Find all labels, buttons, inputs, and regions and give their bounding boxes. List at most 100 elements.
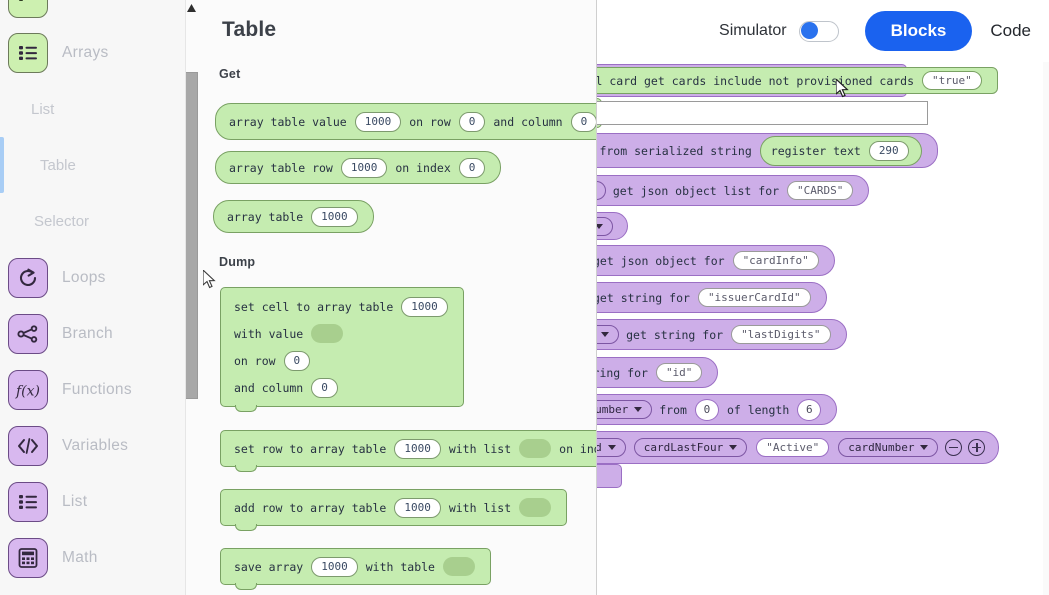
code-tab-button[interactable]: Code	[990, 21, 1031, 40]
sidebar-subitem-selector-3[interactable]: Selector	[0, 201, 185, 241]
scroll-up-arrow-icon[interactable]	[186, 3, 197, 13]
block-dropdown[interactable]: cardLastFour	[633, 438, 748, 457]
block-text: with list	[448, 441, 512, 456]
block-number-field[interactable]: 1000	[340, 157, 388, 178]
simulator-toggle[interactable]	[798, 20, 839, 42]
block-text: on row	[409, 114, 451, 129]
nested-register-text-block[interactable]: register text 290	[759, 135, 922, 166]
sidebar-item-math-9[interactable]: Math	[0, 530, 185, 586]
sidebar-subitem-label: List	[31, 100, 55, 118]
get-string-for-lastdigits-block[interactable]: bjectget string for"lastDigits"	[597, 319, 847, 350]
sidebar-item-functions-6[interactable]: f(x)Functions	[0, 362, 185, 418]
remove-input-button[interactable]	[945, 439, 963, 456]
block-string-field[interactable]: "id"	[655, 363, 703, 382]
sidebar-item-label: Loops	[62, 269, 106, 286]
digital-card-get-cards-block[interactable]: digital card get cards include not provi…	[597, 64, 998, 97]
sidebar-item-arrays-0[interactable]: Arrays	[0, 25, 185, 81]
block-number-field[interactable]: 0	[694, 398, 719, 421]
block-text: of length	[726, 402, 790, 417]
block-notch	[235, 583, 257, 590]
block-string-field[interactable]: "issuerCardId"	[697, 288, 811, 307]
block-number-field[interactable]: 1000	[311, 556, 358, 577]
block-empty-socket[interactable]	[311, 324, 344, 343]
block-number-field[interactable]: 0	[458, 157, 486, 178]
block-number-field[interactable]: 290	[868, 140, 909, 161]
block-number-field[interactable]: 0	[458, 111, 486, 132]
simulator-label: Simulator	[719, 22, 787, 39]
block-empty-socket[interactable]	[519, 439, 552, 458]
dropdown-label: cardLastFour	[643, 441, 724, 454]
block-number-field[interactable]: 1000	[394, 497, 441, 518]
block-dropdown[interactable]: cardNumber	[838, 438, 939, 457]
empty-input-area[interactable]	[597, 101, 928, 125]
partial-top-category-icon[interactable]	[8, 0, 48, 18]
get-json-object-list-for-block[interactable]: ectget json object list for"CARDS"	[597, 175, 870, 206]
block-number-field[interactable]: 0	[570, 111, 596, 132]
workspace-header: Simulator Blocks Code	[597, 0, 1049, 62]
block-empty-socket[interactable]	[443, 557, 475, 576]
sidebar-subitem-label: Selector	[34, 212, 90, 230]
block-text: set row to array table	[234, 441, 387, 456]
blocks-tab-button[interactable]: Blocks	[864, 11, 973, 51]
block-number-field[interactable]: 1000	[311, 206, 358, 227]
blockly-workspace[interactable]: digital card get cards include not provi…	[597, 0, 1049, 595]
block-string-field[interactable]: "Active"	[756, 438, 830, 457]
empty-slot-block[interactable]	[597, 98, 928, 128]
block-string-field[interactable]: "true"	[922, 71, 982, 90]
toolbox-scrollbar[interactable]	[186, 0, 199, 595]
block-number-field[interactable]: 1000	[354, 111, 402, 132]
block-number-field[interactable]: 1000	[401, 296, 448, 317]
sidebar-item-list-8[interactable]: List	[0, 474, 185, 530]
sidebar-subitem-table-2[interactable]: Table	[0, 145, 185, 185]
object-dropdown-block[interactable]: ject	[597, 212, 628, 240]
block-string-field[interactable]: "cardInfo"	[732, 251, 819, 270]
get-string-for-id-block[interactable]: get string for"id"	[597, 357, 719, 388]
chevron-down-icon	[920, 445, 929, 450]
block-text: object from serialized string	[597, 143, 752, 158]
block-number-field[interactable]: 0	[311, 377, 338, 398]
sidebar-item-branch-5[interactable]: Branch	[0, 306, 185, 362]
block-text: and column	[234, 380, 304, 395]
trailing-stub-block[interactable]	[597, 464, 622, 488]
card-fields-row-block[interactable]: cardId cardLastFour "Active" cardNumber	[597, 431, 1000, 464]
block-number-field[interactable]: 6	[797, 398, 822, 421]
sidebar-item-variables-7[interactable]: Variables	[0, 418, 185, 474]
block-text: register text	[770, 143, 861, 158]
block-dropdown[interactable]: ject	[597, 216, 613, 236]
block-text: with list	[448, 500, 512, 515]
block-dropdown[interactable]: ect	[597, 181, 606, 200]
get-string-for-issuercardid-block[interactable]: get string for"issuerCardId"	[597, 282, 827, 313]
sidebar-subitem-list-1[interactable]: List	[0, 89, 185, 129]
block-number-field[interactable]: 0	[283, 350, 311, 371]
list-icon	[8, 33, 48, 73]
get-json-object-for-cardinfo-block[interactable]: get json object for"cardInfo"	[597, 245, 835, 276]
block-dropdown[interactable]: cardNumber	[597, 400, 653, 419]
block-number-field[interactable]: 1000	[394, 438, 441, 459]
block-row: with value	[231, 320, 348, 347]
block-string-field[interactable]: "lastDigits"	[731, 325, 831, 344]
block-dropdown[interactable]: cardId	[597, 438, 626, 457]
sidebar-selection-indicator	[0, 137, 4, 193]
object-from-serialized-string-block[interactable]: object from serialized string register te…	[597, 133, 938, 168]
sidebar-item-loops-4[interactable]: Loops	[0, 250, 185, 306]
block-empty-socket[interactable]	[519, 498, 552, 517]
toolbox-scroll-thumb[interactable]	[186, 72, 198, 399]
digital-card-inner-block[interactable]: digital card get cards include not provi…	[597, 67, 998, 94]
chevron-down-icon	[597, 223, 603, 229]
block-dropdown[interactable]: bject	[597, 325, 620, 344]
add-input-button[interactable]	[968, 439, 986, 456]
block-string-field[interactable]: "CARDS"	[787, 181, 854, 200]
